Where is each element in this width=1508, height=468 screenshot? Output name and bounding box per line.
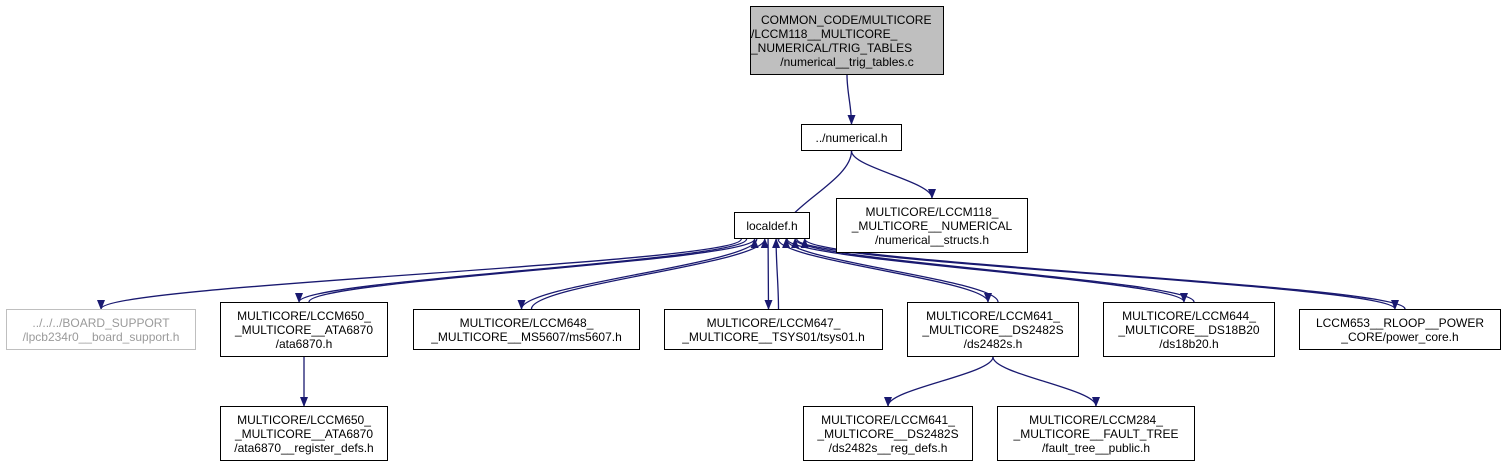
node-line: LCCM653__RLOOP__POWER (1315, 315, 1485, 330)
node-line: _MULTICORE__FAULT_TREE (1013, 426, 1179, 441)
node-line: /ata6870__register_defs.h (234, 440, 374, 455)
edge-root-to-numerical_h (846, 74, 856, 125)
edge-ds2482s_h-to-fault_tree_public_h (992, 356, 1100, 407)
edge-localdef_h-to-ata6870_h (295, 238, 748, 303)
node-line: _MULTICORE__DS2482S (922, 322, 1064, 337)
node-line: /numerical__structs.h (874, 232, 990, 247)
node-line: MULTICORE/LCCM647_ (706, 315, 841, 330)
node-line: /ds2482s__reg_defs.h (828, 440, 948, 455)
node-line: _MULTICORE__ATA6870 (234, 322, 374, 337)
node-line: /numerical__trig_tables.c (780, 54, 914, 69)
edge-ms5607_h-to-localdef_h (530, 238, 769, 310)
node-line: _MULTICORE__TSYS01/tsys01.h (682, 329, 865, 344)
node-line: MULTICORE/LCCM641_ (926, 308, 1060, 323)
node-localdef-h[interactable]: localdef.h (734, 212, 810, 239)
node-line: _MULTICORE__MS5607/ms5607.h (431, 329, 622, 344)
node-line: MULTICORE/LCCM118_ (865, 204, 999, 219)
node-ata6870-register-defs-h[interactable]: MULTICORE/LCCM650_ _MULTICORE__ATA6870 /… (220, 406, 388, 461)
node-line: MULTICORE/LCCM284_ (1029, 412, 1163, 427)
node-fault-tree-public-h[interactable]: MULTICORE/LCCM284_ _MULTICORE__FAULT_TRE… (997, 406, 1195, 461)
edge-ds2482s_h-to-ds2482s_reg_defs_h (884, 356, 994, 407)
node-line: /lpcb234r0__board_support.h (22, 329, 180, 344)
node-line: _MULTICORE__ATA6870 (234, 426, 374, 441)
node-power-core-h[interactable]: LCCM653__RLOOP__POWER _CORE/power_core.h (1299, 309, 1501, 350)
node-line: MULTICORE/LCCM650_ (237, 412, 371, 427)
node-line: _NUMERICAL/TRIG_TABLES (751, 40, 913, 55)
node-line: _MULTICORE__DS2482S (817, 426, 959, 441)
edge-localdef_h-to-ms5607_h (517, 238, 758, 310)
edge-localdef_h-to-board_support_h (97, 238, 742, 310)
node-line: MULTICORE/LCCM641_ (821, 412, 955, 427)
node-ds2482s-reg-defs-h[interactable]: MULTICORE/LCCM641_ _MULTICORE__DS2482S /… (803, 406, 973, 461)
node-ds2482s-h[interactable]: MULTICORE/LCCM641_ _MULTICORE__DS2482S /… (907, 302, 1079, 357)
node-line: COMMON_CODE/MULTICORE (761, 12, 932, 27)
node-ms5607-h[interactable]: MULTICORE/LCCM648_ _MULTICORE__MS5607/ms… (413, 309, 640, 350)
edge-localdef_h-to-power_core_h (796, 238, 1399, 310)
edge-numerical_h-to-numerical_structs_h (850, 150, 936, 199)
node-line: /LCCM118__MULTICORE_ (751, 26, 898, 41)
edge-ata6870_h-to-localdef_h (308, 238, 759, 303)
node-tsys01-h[interactable]: MULTICORE/LCCM647_ _MULTICORE__TSYS01/ts… (664, 309, 883, 350)
node-board-support-h: ../../../BOARD_SUPPORT /lpcb234r0__board… (6, 309, 196, 350)
node-line: MULTICORE/LCCM644_ (1122, 308, 1256, 323)
node-line: MULTICORE/LCCM650_ (237, 308, 371, 323)
node-numerical-h[interactable]: ../numerical.h (801, 124, 902, 151)
node-line: /ds2482s.h (963, 336, 1023, 351)
node-line: _MULTICORE__NUMERICAL (851, 218, 1013, 233)
node-ds18b20-h[interactable]: MULTICORE/LCCM644_ _MULTICORE__DS18B20 /… (1103, 302, 1275, 357)
node-line: ../numerical.h (815, 130, 888, 145)
node-line: /ata6870.h (275, 336, 333, 351)
node-numerical-trig-tables-c[interactable]: COMMON_CODE/MULTICORE /LCCM118__MULTICOR… (750, 6, 944, 75)
edge-tsys01_h-to-localdef_h (772, 238, 781, 310)
edge-ds18b20_h-to-localdef_h (791, 238, 1195, 303)
node-line: /ds18b20.h (1159, 336, 1219, 351)
node-line: localdef.h (746, 218, 798, 233)
node-line: ../../../BOARD_SUPPORT (32, 315, 170, 330)
node-ata6870-h[interactable]: MULTICORE/LCCM650_ _MULTICORE__ATA6870 /… (220, 302, 388, 357)
node-line: MULTICORE/LCCM648_ (459, 315, 594, 330)
node-line: /fault_tree__public.h (1041, 440, 1151, 455)
node-numerical-structs-h[interactable]: MULTICORE/LCCM118_ _MULTICORE__NUMERICAL… (836, 198, 1028, 253)
node-line: _CORE/power_core.h (1341, 329, 1459, 344)
node-line: _MULTICORE__DS18B20 (1118, 322, 1260, 337)
